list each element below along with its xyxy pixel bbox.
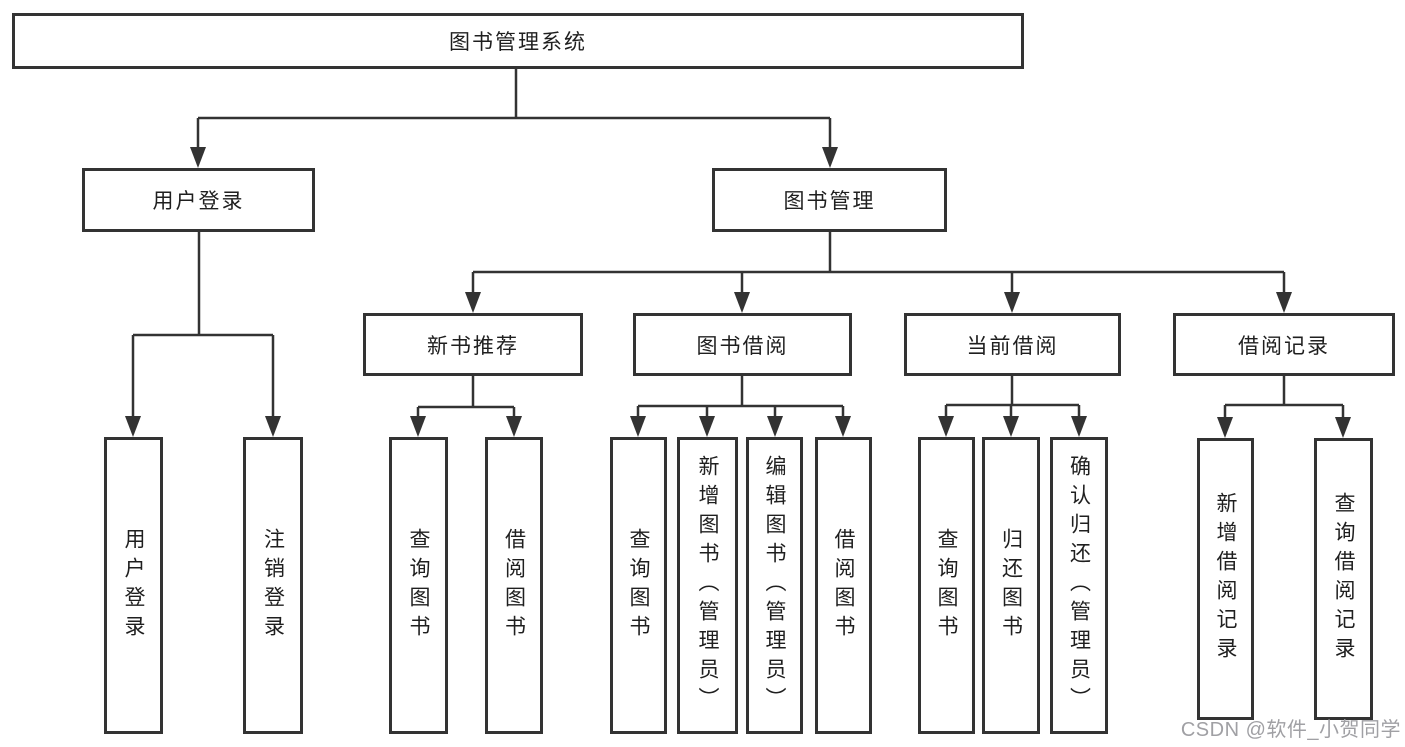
node-user-login: 用户登录: [82, 168, 315, 232]
leaf-recommend-query-books: 查询图书: [389, 437, 448, 734]
leaf-borrow-borrow-books: 借阅图书: [815, 437, 872, 734]
node-new-book-recommend: 新书推荐: [363, 313, 583, 376]
node-book-borrow-label: 图书借阅: [696, 334, 789, 358]
node-library-system: 图书管理系统: [12, 13, 1024, 69]
leaf-recommend-borrow-books-label: 借阅图书: [502, 527, 526, 644]
leaf-current-query-books-label: 查询图书: [935, 527, 959, 644]
node-borrow-records-label: 借阅记录: [1238, 334, 1330, 358]
leaf-current-return-books: 归还图书: [982, 437, 1040, 734]
leaf-current-return-books-label: 归还图书: [999, 527, 1023, 644]
connector-userlogin-to-leaves: [125, 232, 281, 437]
leaf-recommend-query-books-label: 查询图书: [407, 527, 431, 644]
node-book-management-label: 图书管理: [783, 190, 876, 213]
leaf-borrow-add-books-admin: 新增图书（管理员）: [677, 437, 738, 734]
leaf-records-add-record-label: 新增借阅记录: [1214, 492, 1238, 666]
node-borrow-records: 借阅记录: [1173, 313, 1395, 376]
connector-root-to-level2: [190, 69, 838, 168]
leaf-borrow-query-books: 查询图书: [610, 437, 667, 734]
leaf-borrow-edit-books-admin-label: 编辑图书（管理员）: [763, 455, 787, 716]
leaf-logout: 注销登录: [243, 437, 303, 734]
node-book-management: 图书管理: [712, 168, 947, 232]
leaf-borrow-add-books-admin-label: 新增图书（管理员）: [696, 455, 720, 716]
leaf-current-query-books: 查询图书: [918, 437, 975, 734]
leaf-records-query-record-label: 查询借阅记录: [1332, 492, 1356, 666]
leaf-borrow-query-books-label: 查询图书: [627, 527, 651, 644]
leaf-user-login: 用户登录: [104, 437, 163, 734]
leaf-records-query-record: 查询借阅记录: [1314, 438, 1373, 720]
leaf-logout-label: 注销登录: [261, 527, 285, 644]
leaf-borrow-edit-books-admin: 编辑图书（管理员）: [746, 437, 803, 734]
csdn-watermark: CSDN @软件_小贺同学: [1180, 719, 1401, 741]
connector-current-to-leaves: [938, 376, 1087, 437]
node-current-borrow: 当前借阅: [904, 313, 1121, 376]
leaf-current-confirm-return-admin-label: 确认归还（管理员）: [1067, 455, 1091, 716]
node-book-borrow: 图书借阅: [633, 313, 852, 376]
leaf-records-add-record: 新增借阅记录: [1197, 438, 1254, 720]
connector-borrow-to-leaves: [630, 376, 851, 437]
leaf-recommend-borrow-books: 借阅图书: [485, 437, 543, 734]
node-library-system-label: 图书管理系统: [449, 31, 587, 54]
node-current-borrow-label: 当前借阅: [966, 334, 1059, 358]
leaf-borrow-borrow-books-label: 借阅图书: [832, 527, 856, 644]
node-user-login-label: 用户登录: [152, 190, 245, 213]
leaf-current-confirm-return-admin: 确认归还（管理员）: [1050, 437, 1108, 734]
connector-recommend-to-leaves: [410, 376, 522, 437]
connector-bookmgmt-to-level3: [465, 232, 1292, 313]
node-new-book-recommend-label: 新书推荐: [427, 334, 519, 358]
leaf-user-login-label: 用户登录: [122, 527, 146, 644]
connector-records-to-leaves: [1217, 376, 1351, 438]
